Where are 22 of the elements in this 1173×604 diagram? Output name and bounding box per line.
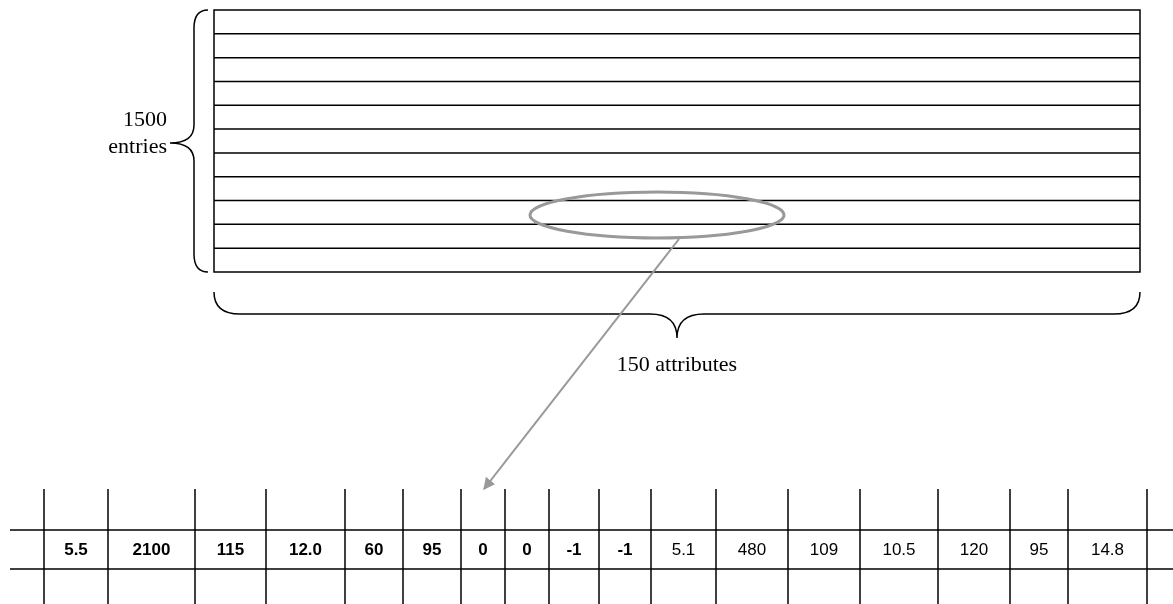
table-cell-text: 5.5 <box>63 539 89 561</box>
table-cell-text: 120 <box>958 539 990 561</box>
arrow <box>483 238 680 490</box>
table-cell-text: 5.1 <box>670 539 697 561</box>
data-row-table <box>10 489 1173 604</box>
table-cell-text: 95 <box>421 539 443 561</box>
brace-label: 150 attributes <box>615 350 739 377</box>
table-cell-text: 12.0 <box>287 539 324 561</box>
brace-label: 1500 entries <box>107 105 167 159</box>
table-cell-text: 95 <box>1028 539 1050 561</box>
table-cell-text: 60 <box>363 539 385 561</box>
table-cell-text: -1 <box>565 539 583 561</box>
table-cell-text: 115 <box>215 539 246 561</box>
highlight-ellipse <box>528 190 786 240</box>
table-cell-text: -1 <box>616 539 634 561</box>
table-cell-text: 480 <box>736 539 768 561</box>
table-cell-text: 10.5 <box>881 539 917 561</box>
table-cell-text: 14.8 <box>1089 539 1126 561</box>
table-cell-text: 2100 <box>131 539 172 561</box>
table-cell-text: 109 <box>808 539 840 561</box>
table-cell-text: 0 <box>521 539 533 561</box>
table-cell-text: 0 <box>477 539 489 561</box>
